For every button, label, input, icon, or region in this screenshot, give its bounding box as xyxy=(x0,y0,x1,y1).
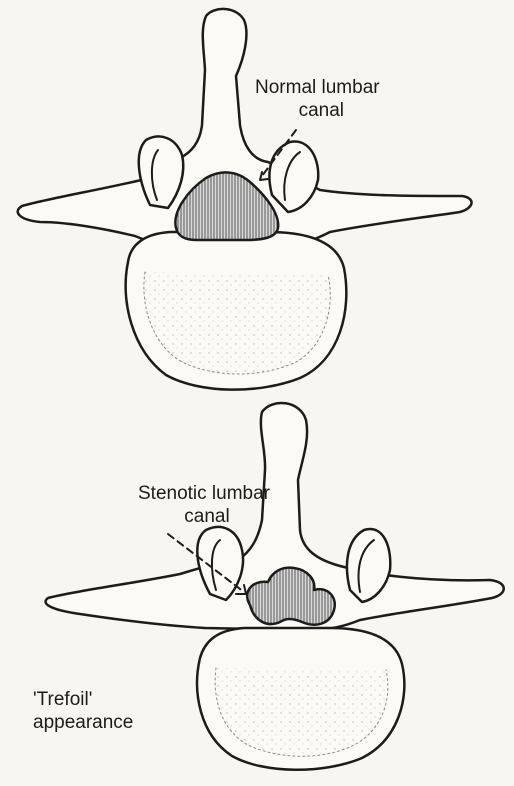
trefoil-label-line1: 'Trefoil' xyxy=(33,688,133,711)
normal-canal-label-line1: Normal lumbar xyxy=(255,76,380,99)
trefoil-label: 'Trefoil' appearance xyxy=(33,688,133,734)
stenotic-canal-label-line1: Stenotic lumbar xyxy=(138,482,270,505)
normal-vertebra xyxy=(18,9,472,390)
trefoil-label-line2: appearance xyxy=(33,711,133,734)
stenotic-canal-label-line2: canal xyxy=(144,505,270,528)
normal-canal-label: Normal lumbar canal xyxy=(255,76,380,122)
stenotic-canal-label: Stenotic lumbar canal xyxy=(138,482,270,528)
normal-canal-label-line2: canal xyxy=(263,99,380,122)
